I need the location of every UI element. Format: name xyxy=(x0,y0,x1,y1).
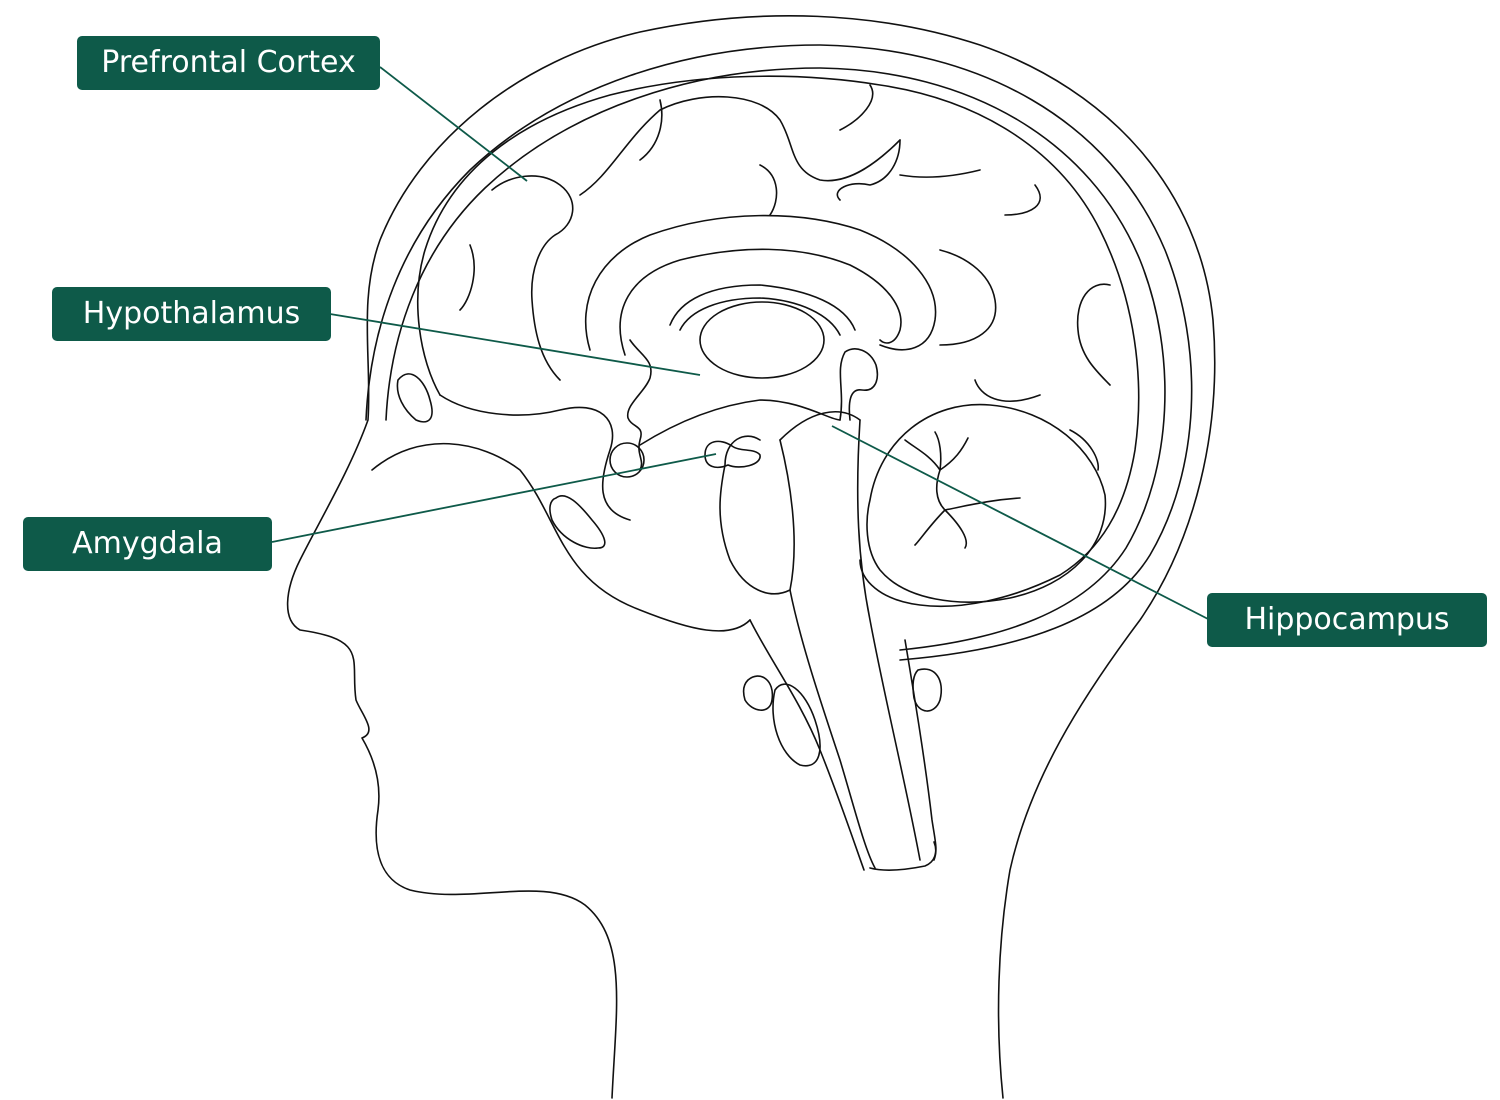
leader-line-hypothalamus xyxy=(329,313,701,376)
label-amygdala: Amygdala xyxy=(23,517,272,571)
skull-inner xyxy=(385,67,1166,651)
spinal-cord-end xyxy=(869,841,937,871)
neck-structure-2 xyxy=(772,683,821,767)
label-hypothalamus-text: Hypothalamus xyxy=(82,296,301,331)
cerebellum-branch-1 xyxy=(904,431,969,471)
leader-line-prefrontal-cortex xyxy=(379,66,528,182)
sulcus-10 xyxy=(1076,283,1111,386)
skull-base xyxy=(371,442,751,632)
sulcus-13 xyxy=(974,379,1041,403)
third-ventricle xyxy=(627,339,652,471)
sulcus-4 xyxy=(839,84,874,131)
fornix-inner xyxy=(679,297,841,336)
aqueduct xyxy=(839,348,879,421)
hypothalamus-floor xyxy=(639,399,841,446)
sulcus-8 xyxy=(1004,184,1041,216)
label-hippocampus-text: Hippocampus xyxy=(1244,602,1450,637)
sinus xyxy=(396,373,433,423)
leader-line-hippocampus xyxy=(831,425,1211,621)
brainstem-top xyxy=(779,411,861,441)
label-hypothalamus: Hypothalamus xyxy=(52,287,331,341)
thalamus xyxy=(699,301,825,379)
neck-structure-1 xyxy=(742,675,774,711)
label-prefrontal-cortex-text: Prefrontal Cortex xyxy=(101,45,356,80)
cerebellum-branch-3 xyxy=(935,469,946,511)
sulcus-1 xyxy=(491,175,574,381)
amygdala-shape xyxy=(704,440,761,469)
sulcus-6 xyxy=(759,164,778,216)
pituitary xyxy=(609,442,645,478)
sulcus-12 xyxy=(1069,429,1099,471)
leader-line-amygdala xyxy=(271,453,717,543)
label-hippocampus: Hippocampus xyxy=(1207,593,1487,647)
skull-outer xyxy=(365,44,1193,661)
brainstem-front xyxy=(789,589,876,869)
label-prefrontal-cortex: Prefrontal Cortex xyxy=(77,36,380,90)
sulcus-3 xyxy=(639,99,663,161)
sulcus-9 xyxy=(939,249,997,346)
corpus-callosum-outer xyxy=(585,214,937,351)
midbrain xyxy=(719,435,795,595)
neck-structure-3 xyxy=(912,668,942,712)
sulcus-7 xyxy=(899,169,981,178)
spinal-canal-back xyxy=(904,639,937,861)
sulcus-11 xyxy=(459,244,475,311)
sulcus-5 xyxy=(836,139,901,201)
head-profile xyxy=(286,15,1216,1099)
brainstem-back xyxy=(856,419,921,861)
cerebrum-base xyxy=(439,394,631,521)
label-amygdala-text: Amygdala xyxy=(72,526,223,561)
cerebellum-branch-2 xyxy=(914,497,1021,549)
sinus-lower xyxy=(549,495,606,549)
cerebellum xyxy=(866,403,1107,603)
corpus-callosum-inner xyxy=(619,248,902,356)
sulcus-2 xyxy=(579,95,901,196)
cerebrum-outline xyxy=(417,75,1140,608)
fornix xyxy=(669,284,856,331)
